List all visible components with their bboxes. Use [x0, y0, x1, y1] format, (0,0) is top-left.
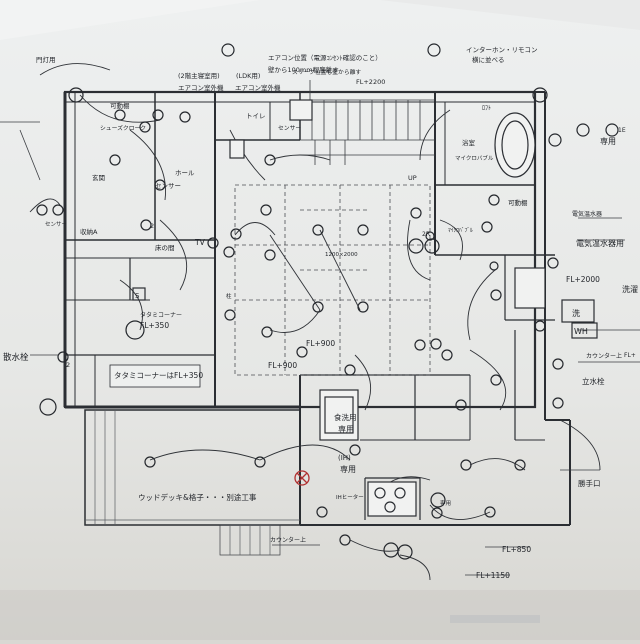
- storage-label: 収納A: [80, 227, 98, 236]
- fl350-label: FL+350: [140, 321, 169, 330]
- wood-deck: [84, 409, 301, 556]
- shelf-label-2: 可動棚: [508, 198, 528, 207]
- intercom-side-label: 横に並べる: [472, 55, 505, 64]
- s-mark-label: S: [135, 292, 140, 300]
- ac-outdoor-1-label: エアコン室外機: [178, 83, 224, 92]
- toilet-label: トイレ: [246, 112, 266, 120]
- dishwasher-senyo-label: 専用: [338, 424, 354, 434]
- cross-outlet-icon: [294, 470, 310, 486]
- water-heater-label: 電気温水器: [572, 210, 602, 218]
- up-label: UP: [408, 174, 417, 182]
- dishwasher-label: 食洗用: [334, 412, 357, 422]
- ac-outdoor-2-label: エアコン室外機: [235, 83, 281, 92]
- back-door-label: 勝手口: [578, 478, 601, 488]
- ih-heater-label: IHヒーター: [336, 493, 364, 501]
- tv-label: TV: [194, 238, 206, 247]
- ih-label: (IH): [338, 454, 351, 462]
- fl850-label: FL+850: [502, 545, 531, 554]
- pillar-label: 柱: [226, 292, 232, 300]
- hall-label: ホール: [175, 169, 195, 177]
- wash-label: 洗: [572, 308, 580, 318]
- ih-senyo-label: 専用: [340, 464, 356, 474]
- fl1150-label: FL+1150: [476, 571, 510, 580]
- labels: 門灯用 エアコン位置（電源ｺﾝｾﾝﾄ確認のこと） 壁から100mm程度離す イン…: [3, 45, 638, 580]
- num-label-a: 2: [150, 222, 154, 230]
- bath-label: 浴室: [462, 138, 476, 147]
- water-heater-use-label: 電気温水器用: [576, 238, 624, 248]
- sensor-label-2: センサー: [45, 221, 67, 228]
- loft-label: ﾛﾌﾄ: [482, 105, 491, 112]
- sensor-label-1: センサー: [155, 182, 181, 190]
- toko-label: 床の間: [155, 243, 175, 252]
- sleeve-label: スリーブ位置も壁から離す: [292, 68, 361, 76]
- fl900-label-b: FL+900: [268, 361, 297, 370]
- counter-label-1: カウンター上: [586, 352, 622, 360]
- ie-label: 1E: [618, 127, 626, 134]
- lamp-label: 門灯用: [36, 55, 56, 64]
- laundry-label: 洗濯: [622, 284, 638, 294]
- faucet-label-1: 散水栓: [3, 352, 29, 363]
- counter-label-2: カウンター上: [270, 536, 306, 544]
- fixtures: [36, 43, 619, 560]
- fl-plus-label: FL+: [624, 352, 636, 359]
- wh-label: WH: [574, 327, 588, 336]
- ac-ldk-label: (LDK用): [236, 72, 260, 80]
- shoe-cloak-label: シューズクローク: [100, 124, 146, 132]
- sanitary: [132, 99, 598, 517]
- fl2200-label: FL+2200: [356, 78, 385, 86]
- nir-label: 2R: [422, 231, 430, 238]
- tatami-note-label: タタミコーナーはFL+350: [114, 371, 203, 380]
- ac-wall-label: 壁から100mm程度離す: [268, 65, 339, 74]
- senyo-label-2: 専用: [440, 499, 451, 507]
- tatami-corner-label: タタミコーナー: [140, 311, 182, 319]
- faucet-label-2: 立水栓: [582, 376, 605, 386]
- dimension-label: 1200×2000: [325, 252, 358, 258]
- shelf-label-1: 可動棚: [110, 101, 130, 110]
- entrance-label: 玄関: [92, 173, 105, 182]
- fl900-label-a: FL+900: [306, 339, 335, 348]
- ac-position-label: エアコン位置（電源ｺﾝｾﾝﾄ確認のこと）: [268, 53, 382, 62]
- leaders: [0, 80, 640, 576]
- num-label-b: 2: [66, 361, 70, 369]
- intercom-label: インターホン・リモコン: [466, 45, 538, 54]
- stairs: [300, 99, 435, 165]
- deck-label: ウッドデッキ&格子・・・別途工事: [138, 492, 257, 502]
- sensor-label-3: センサー: [278, 125, 301, 132]
- senyo-label-1: 専用: [600, 136, 616, 146]
- ac-room2-label: (2階主寝室用): [178, 71, 220, 80]
- fl2000-label: FL+2000: [566, 275, 600, 284]
- microbubble-label: マイクロバブル: [455, 154, 494, 162]
- washroom-label: ﾏｲｸﾛﾊﾞﾌﾞﾙ: [448, 227, 473, 234]
